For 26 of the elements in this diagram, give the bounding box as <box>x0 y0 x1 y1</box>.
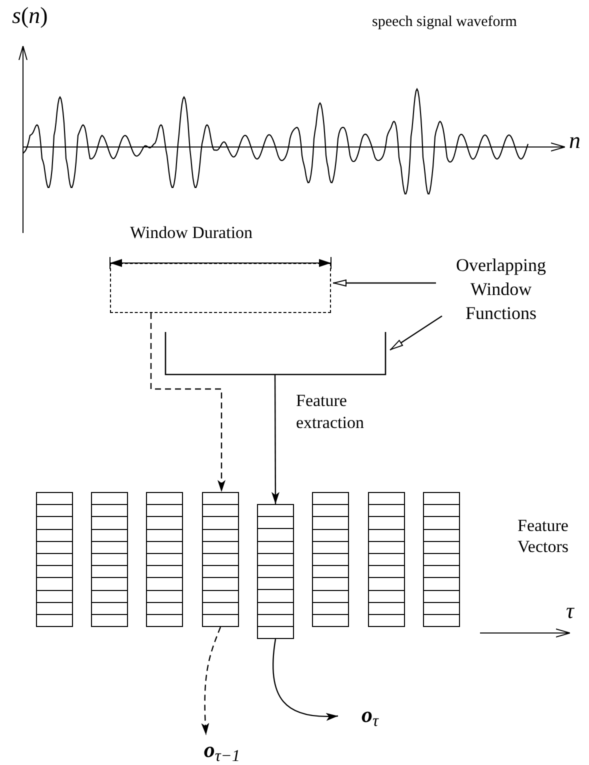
vector-symbol: o$_{τ}$ <box>362 700 378 730</box>
arrow <box>272 638 338 720</box>
window-bracket <box>165 332 386 375</box>
axis-label: s(n) <box>12 2 48 30</box>
vector-symbol: o$_{τ−1}$ <box>204 736 240 765</box>
arrow <box>150 313 226 492</box>
feature-vector-bar <box>36 492 73 627</box>
feature-vector-bar <box>423 492 460 627</box>
feature-vector-bar <box>257 504 294 639</box>
arrow <box>271 375 280 504</box>
edge-label: Feature extraction <box>296 390 365 434</box>
axis-label: τ <box>566 597 574 624</box>
feature-vector-bar <box>146 492 183 627</box>
waveform-title: speech signal waveform <box>372 13 517 32</box>
feature-vector-bar <box>202 492 239 627</box>
axis-label: n <box>569 127 580 155</box>
feature-vector-bar <box>91 492 128 627</box>
group-label: Feature Vectors <box>516 515 570 558</box>
window-box <box>110 263 331 313</box>
arrow <box>333 280 436 286</box>
dimension-label: Window Duration <box>130 222 253 244</box>
callout-text: Overlapping Window Functions <box>455 254 547 325</box>
feature-vector-bar <box>368 492 405 627</box>
feature-vector-bar <box>312 492 349 627</box>
arrow <box>201 626 222 736</box>
arrow <box>390 316 442 350</box>
